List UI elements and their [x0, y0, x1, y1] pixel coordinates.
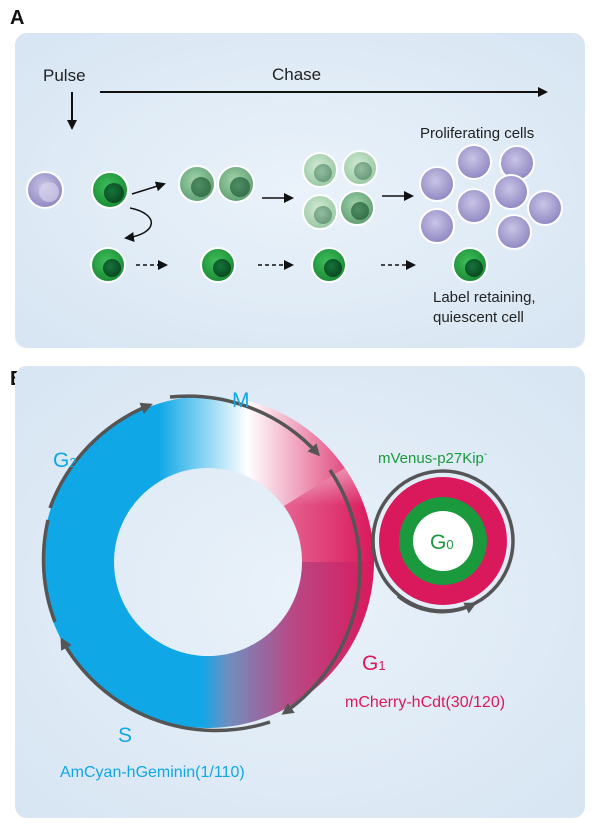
- label-retaining-label-line1: Label retaining,: [433, 289, 536, 306]
- unlabeled-cell: [26, 171, 64, 209]
- cell-cycle-arrows: [41, 394, 362, 733]
- cell-cycle-ring: [42, 396, 375, 728]
- pulse-label: Pulse: [43, 66, 86, 85]
- proliferating-cell-cluster: [419, 144, 563, 250]
- label-retaining-label-line2: quiescent cell: [433, 309, 524, 326]
- reporter-mcherry-label: mCherry-hCdt(30/120): [345, 694, 505, 711]
- phase-g1-label: G1: [362, 652, 386, 675]
- asymmetric-division-arrow: [124, 207, 152, 242]
- g0-label: G0: [430, 531, 454, 554]
- gen1-daughter-cells: [178, 165, 255, 203]
- panel-a-background: [15, 33, 585, 348]
- label-retaining-quiescent-cell: [452, 247, 488, 283]
- phase-s-label: S: [118, 724, 132, 747]
- gen2-cell-cluster: [302, 150, 378, 230]
- label-retaining-cell-2: [200, 247, 236, 283]
- label-retaining-cell-1: [90, 247, 126, 283]
- chase-label: Chase: [272, 65, 321, 84]
- reporter-amcyan-label: AmCyan-hGeminin(1/110): [60, 764, 245, 781]
- division-arrow-1: [131, 181, 166, 195]
- proliferating-cells-label: Proliferating cells: [420, 125, 534, 142]
- phase-g2-label: G2: [53, 449, 77, 472]
- g0-quiescent-cell: [371, 469, 515, 613]
- pulsed-cell: [91, 171, 129, 209]
- phase-m-label: M: [232, 389, 250, 412]
- panel-a-label: A: [10, 7, 24, 29]
- reporter-mvenus-label: mVenus-p27Kip-: [378, 449, 487, 467]
- label-retaining-cell-3: [311, 247, 347, 283]
- g0-cycle-arrow: [396, 594, 477, 614]
